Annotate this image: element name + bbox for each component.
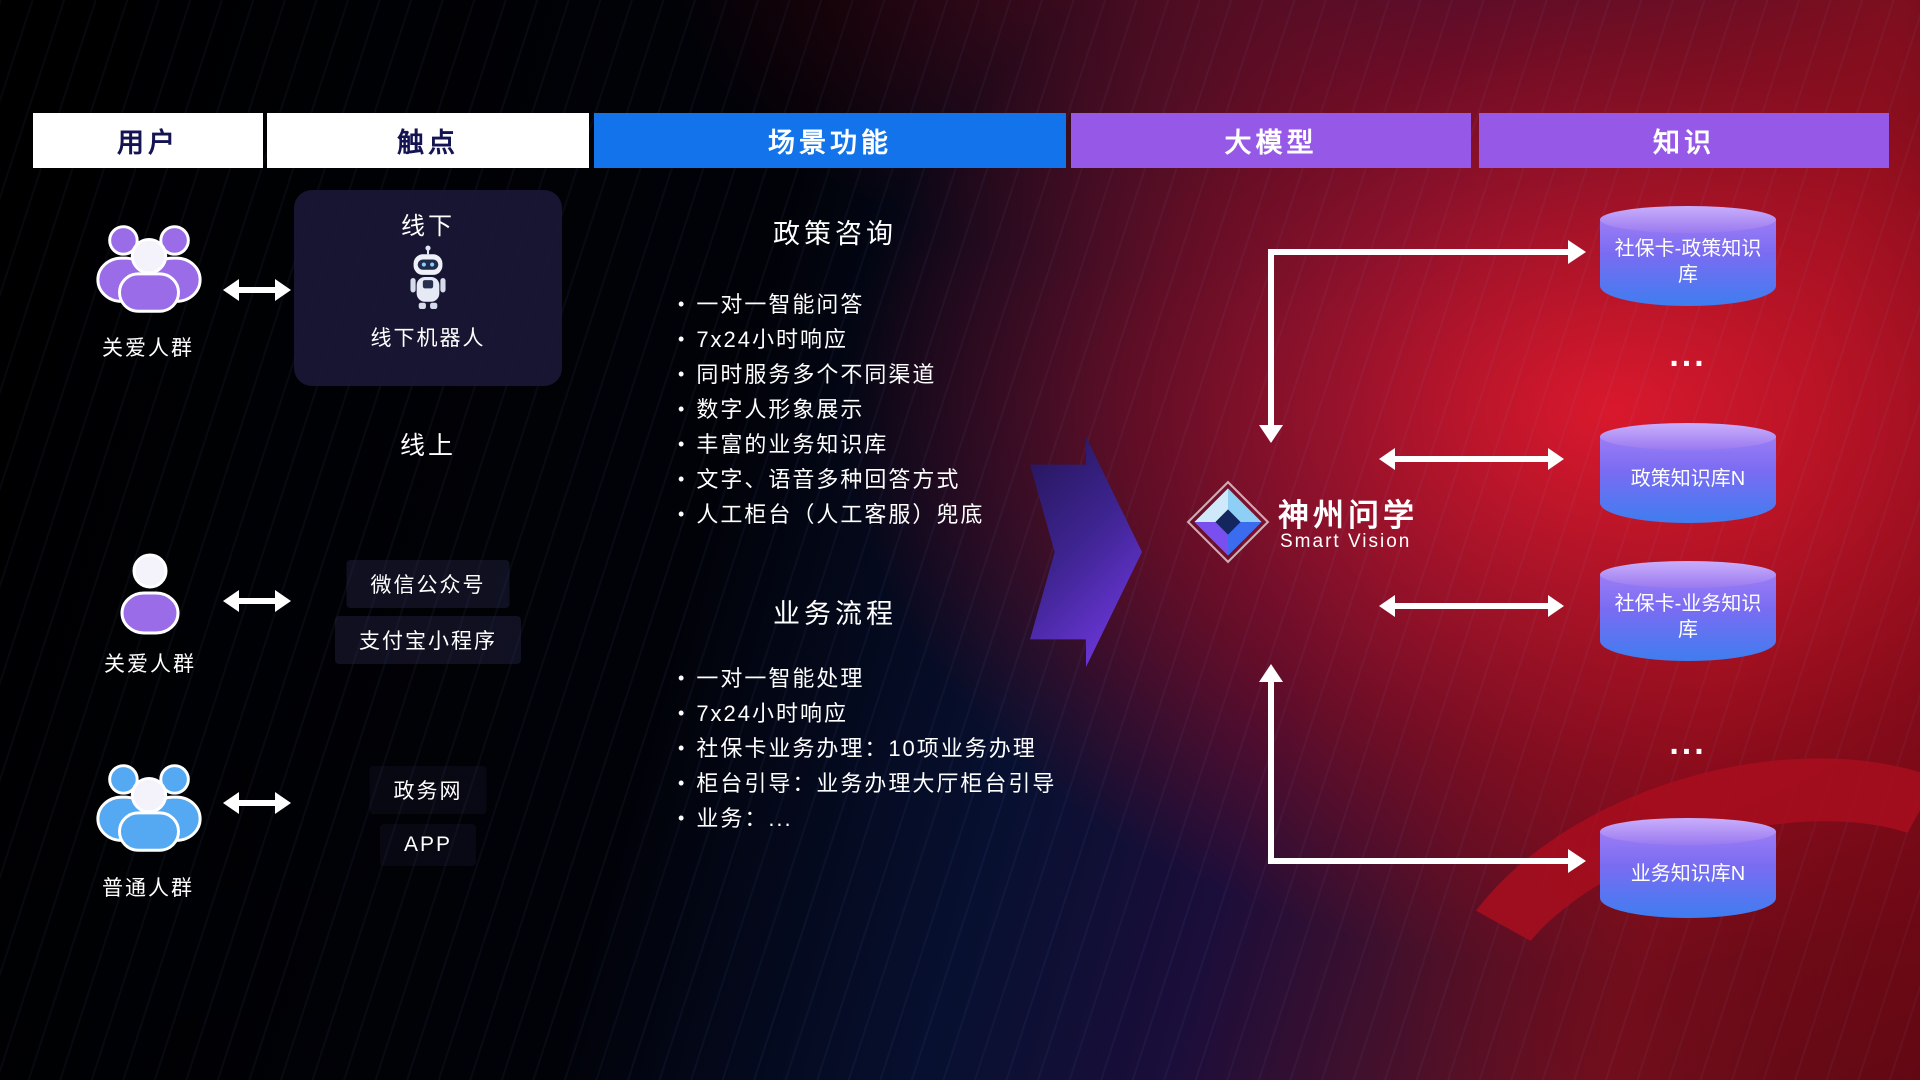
policy-item: 人工柜台（人工客服）兜底 bbox=[678, 502, 1118, 529]
cylinder-top bbox=[1600, 818, 1776, 845]
column-header-model: 大模型 bbox=[1071, 113, 1471, 168]
cylinder-body bbox=[1600, 574, 1776, 661]
column-header-knowledge: 知识 bbox=[1479, 113, 1889, 168]
business-item: 业务：... bbox=[678, 806, 1118, 833]
offline-robot-label: 线下机器人 bbox=[370, 327, 486, 350]
connector-bottom-arrowhead-right bbox=[1568, 849, 1598, 873]
policy-item: 一对一智能问答 bbox=[678, 292, 1118, 319]
cylinder-top bbox=[1600, 206, 1776, 233]
model-logo-diamond-icon bbox=[1186, 480, 1270, 569]
cylinder-top bbox=[1600, 561, 1776, 588]
knowledge-db-label: 社保卡-政策知识库 bbox=[1614, 238, 1762, 286]
bidirectional-arrow-3 bbox=[223, 792, 291, 814]
policy-item: 同时服务多个不同渠道 bbox=[678, 362, 1118, 389]
connector-top-horizontal bbox=[1268, 249, 1568, 255]
offline-title: 线下 bbox=[401, 213, 455, 240]
channel-gov-web: 政务网 bbox=[369, 766, 487, 814]
knowledge-db-business-sscard: 社保卡-业务知识库 bbox=[1600, 561, 1776, 661]
flow-arrow-to-model bbox=[1030, 437, 1142, 667]
knowledge-ellipsis-2: ... bbox=[1669, 724, 1707, 762]
connector-bottom-vertical bbox=[1268, 670, 1274, 862]
business-item: 社保卡业务办理：10项业务办理 bbox=[678, 736, 1118, 763]
online-label: 线上 bbox=[399, 432, 457, 460]
business-item: 一对一智能处理 bbox=[678, 666, 1118, 693]
connector-top-arrowhead-down bbox=[1259, 425, 1283, 455]
policy-item: 7x24小时响应 bbox=[678, 327, 1118, 354]
scenario-title-policy: 政策咨询 bbox=[773, 219, 897, 249]
cylinder-body bbox=[1600, 436, 1776, 523]
user-label-care-group-1: 关爱人群 bbox=[102, 337, 194, 360]
channel-alipay: 支付宝小程序 bbox=[335, 616, 521, 664]
offline-robot-card: 线下 线下机器人 bbox=[294, 190, 562, 386]
model-subtitle: Smart Vision bbox=[1280, 531, 1412, 552]
connector-double-arrow-1 bbox=[1379, 448, 1564, 470]
channel-wechat: 微信公众号 bbox=[346, 560, 510, 608]
business-item: 柜台引导：业务办理大厅柜台引导 bbox=[678, 771, 1118, 798]
bidirectional-arrow-1 bbox=[223, 279, 291, 301]
user-group-blue-icon bbox=[90, 757, 208, 858]
knowledge-db-label: 业务知识库N bbox=[1630, 863, 1746, 885]
policy-item: 文字、语音多种回答方式 bbox=[678, 467, 1118, 494]
user-group-purple-icon bbox=[90, 218, 208, 319]
connector-bottom-horizontal bbox=[1268, 858, 1568, 864]
column-header-touchpoint: 触点 bbox=[267, 113, 589, 168]
scenario-title-business: 业务流程 bbox=[773, 599, 897, 629]
knowledge-db-business-n: 业务知识库N bbox=[1600, 818, 1776, 918]
scenario-policy-list: 一对一智能问答 7x24小时响应 同时服务多个不同渠道 数字人形象展示 丰富的业… bbox=[678, 292, 1118, 537]
policy-item: 丰富的业务知识库 bbox=[678, 432, 1118, 459]
user-label-care-group-2: 关爱人群 bbox=[104, 653, 196, 676]
robot-icon bbox=[294, 245, 562, 316]
connector-double-arrow-2 bbox=[1379, 595, 1564, 617]
knowledge-db-label: 社保卡-业务知识库 bbox=[1614, 593, 1762, 641]
cylinder-top bbox=[1600, 423, 1776, 450]
knowledge-ellipsis-1: ... bbox=[1669, 336, 1707, 374]
model-name: 神州问学 bbox=[1278, 498, 1418, 533]
connector-top-vertical bbox=[1268, 249, 1274, 425]
knowledge-db-policy-n: 政策知识库N bbox=[1600, 423, 1776, 523]
column-header-scenario: 场景功能 bbox=[594, 113, 1066, 168]
user-label-general-group: 普通人群 bbox=[102, 877, 194, 900]
bidirectional-arrow-2 bbox=[223, 590, 291, 612]
business-item: 7x24小时响应 bbox=[678, 701, 1118, 728]
user-person-purple-icon bbox=[116, 551, 184, 640]
cylinder-body bbox=[1600, 831, 1776, 918]
column-header-user: 用户 bbox=[33, 113, 263, 168]
policy-item: 数字人形象展示 bbox=[678, 397, 1118, 424]
scenario-business-list: 一对一智能处理 7x24小时响应 社保卡业务办理：10项业务办理 柜台引导：业务… bbox=[678, 666, 1118, 841]
connector-top-arrowhead-right bbox=[1568, 240, 1598, 264]
cylinder-body bbox=[1600, 219, 1776, 306]
channel-app: APP bbox=[379, 824, 477, 866]
knowledge-db-policy-sscard: 社保卡-政策知识库 bbox=[1600, 206, 1776, 306]
knowledge-db-label: 政策知识库N bbox=[1630, 468, 1746, 490]
